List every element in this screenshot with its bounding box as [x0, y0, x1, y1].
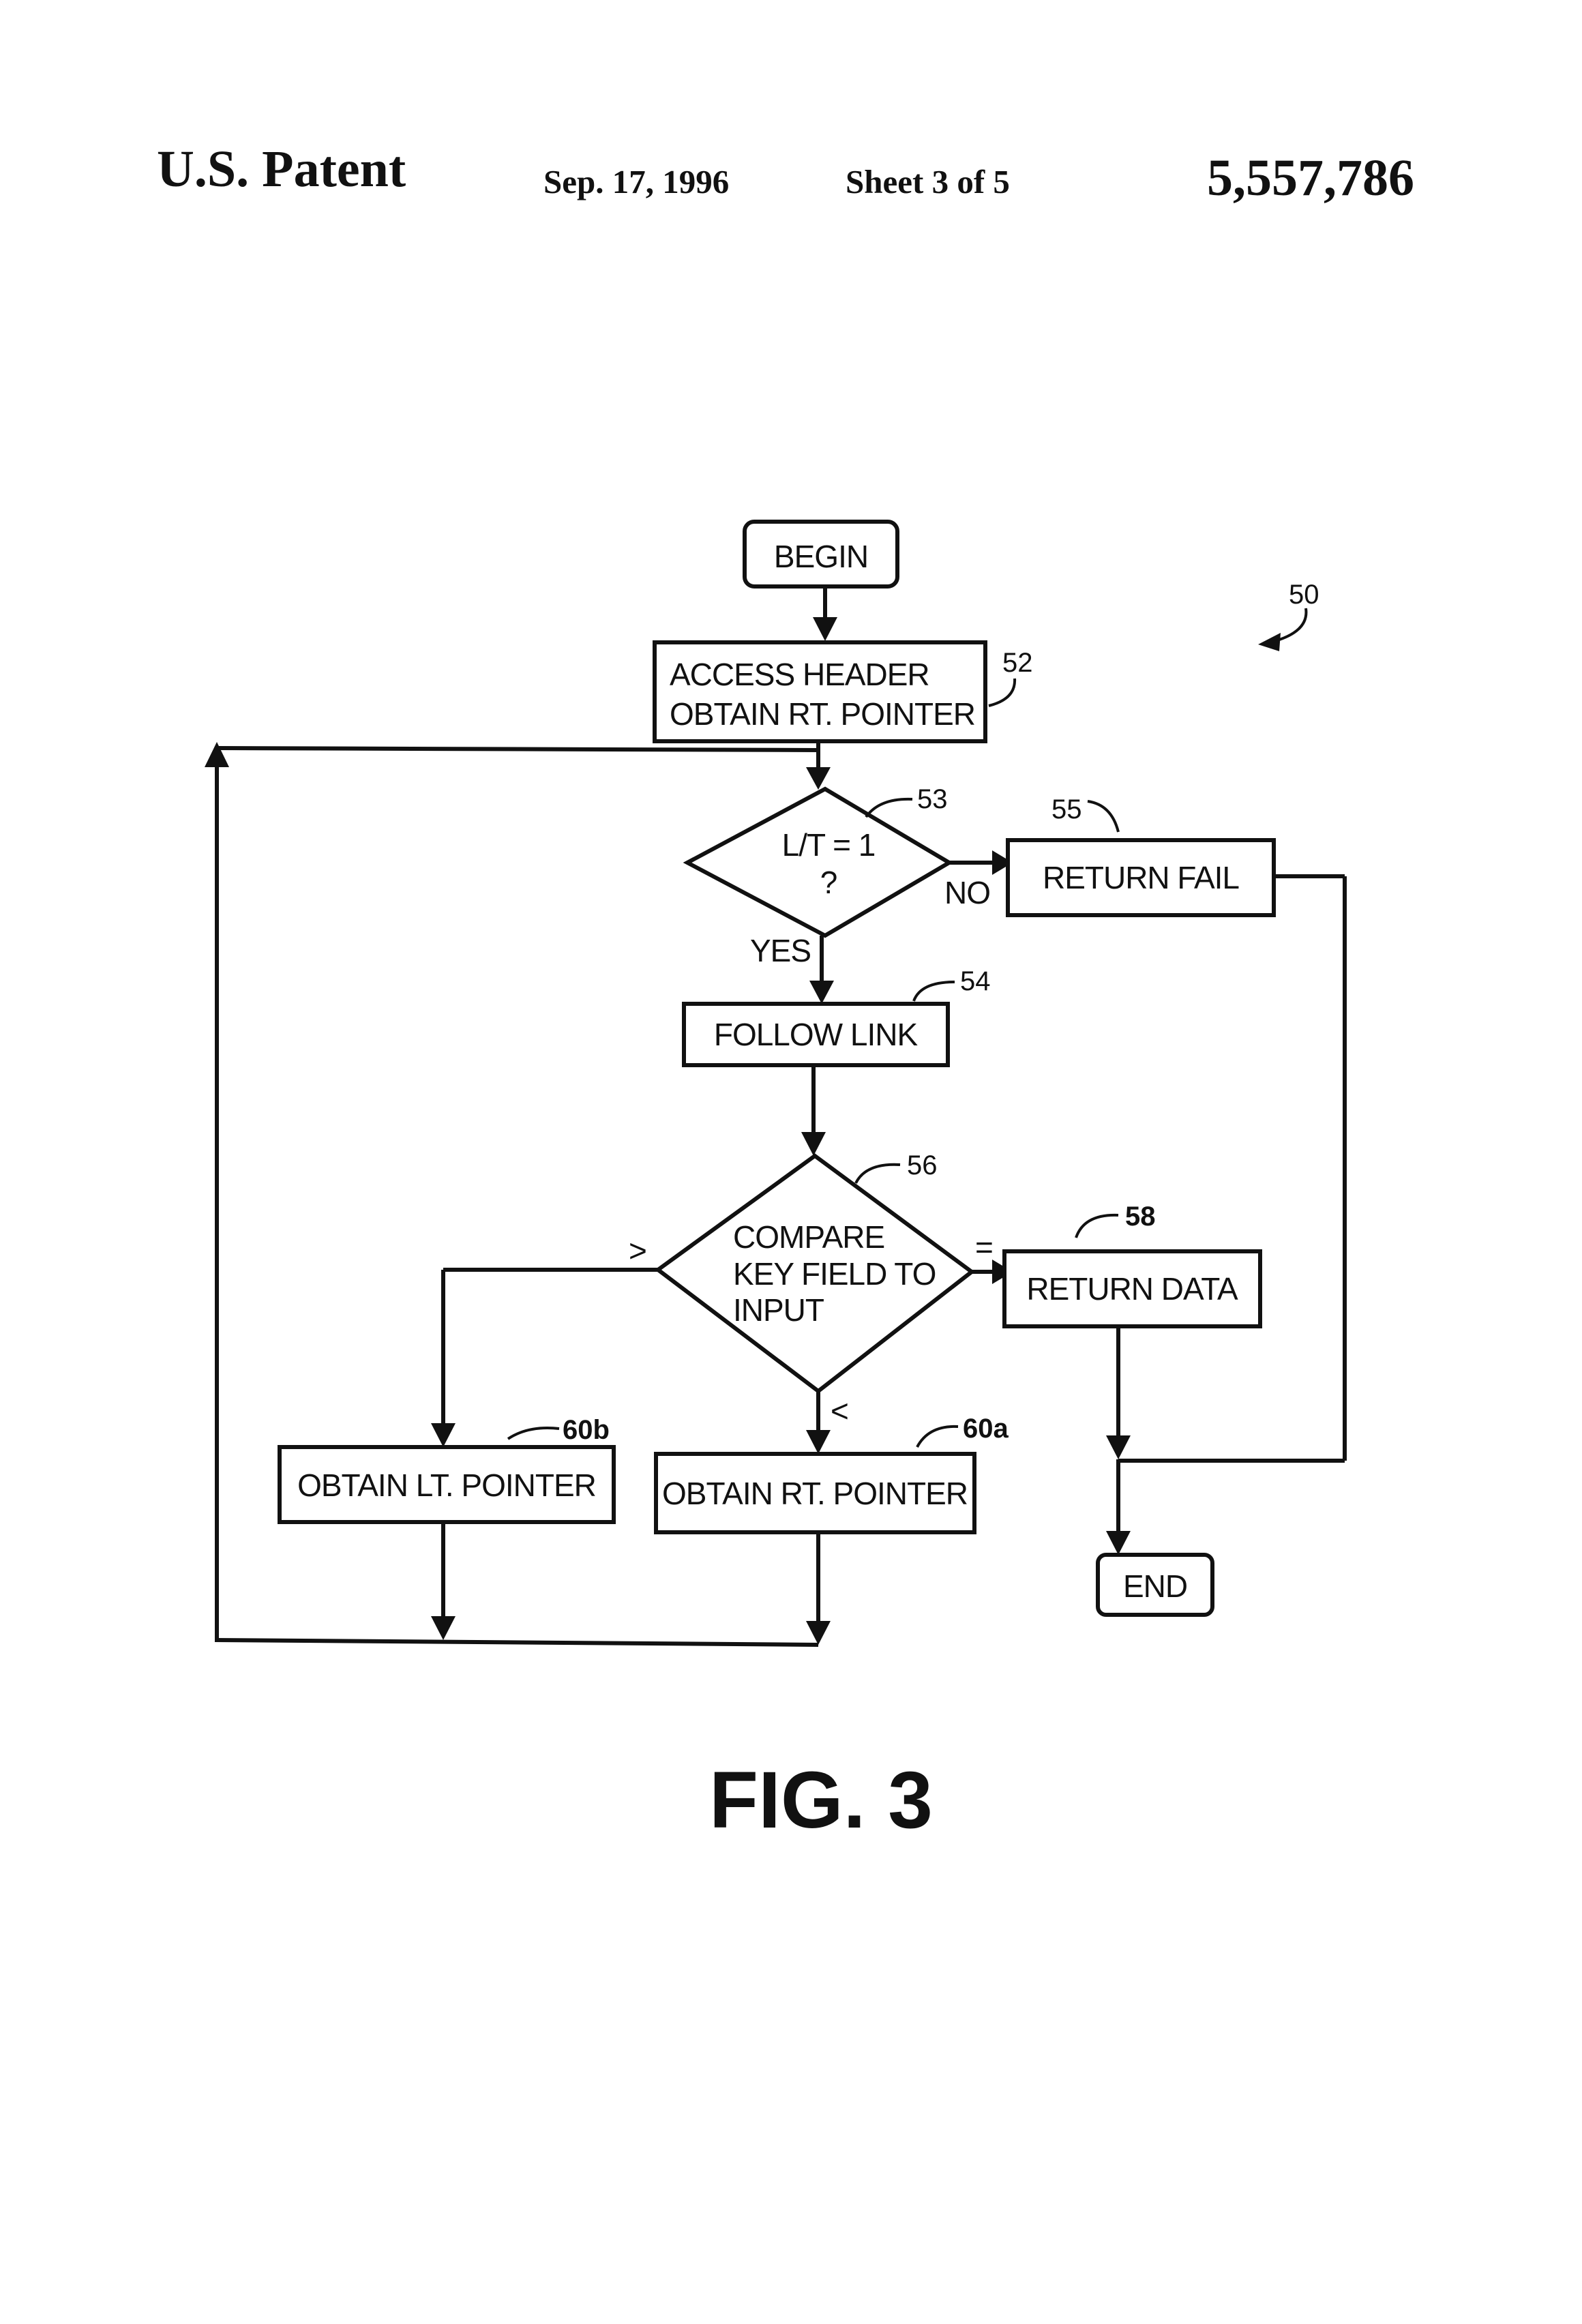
decision-lt-line1: L/T = 1: [782, 827, 876, 863]
label-yes: YES: [750, 933, 811, 968]
arrowhead-end: [1106, 1531, 1131, 1555]
ref-50-arrowhead: [1258, 633, 1281, 651]
access-header-line1: ACCESS HEADER: [670, 657, 929, 692]
ref-52: 52: [1002, 648, 1033, 678]
return-data-label: RETURN DATA: [1026, 1271, 1238, 1307]
arrowhead-rt-loop: [806, 1621, 831, 1645]
arrowhead-access-decision: [806, 767, 831, 790]
follow-link-label: FOLLOW LINK: [714, 1017, 919, 1052]
loop-bottom-line: [215, 1640, 818, 1645]
ref-60b-leader: [508, 1428, 559, 1439]
obtain-rt-pointer-label: OBTAIN RT. POINTER: [662, 1476, 968, 1511]
ref-58-leader: [1076, 1215, 1118, 1238]
return-fail-label: RETURN FAIL: [1043, 860, 1239, 895]
ref-60a-leader: [917, 1427, 958, 1447]
arrowhead-less: [806, 1430, 831, 1454]
arrowhead-begin-access: [813, 617, 837, 641]
label-equal: =: [975, 1230, 993, 1265]
arrowhead-lt-loop: [431, 1616, 456, 1640]
ref-52-leader: [989, 679, 1015, 706]
end-label: END: [1123, 1568, 1187, 1604]
arrowhead-follow-compare: [801, 1132, 826, 1156]
ref-54: 54: [960, 966, 991, 996]
label-greater: >: [629, 1233, 646, 1268]
ref-54-leader: [914, 982, 955, 1001]
arrowhead-data-merge: [1106, 1435, 1131, 1459]
loop-arrowhead-up: [205, 742, 229, 767]
ref-56-leader: [856, 1165, 900, 1183]
ref-60a: 60a: [963, 1414, 1009, 1444]
ref-55-leader: [1088, 801, 1118, 832]
ref-53-leader: [866, 799, 912, 817]
begin-label: BEGIN: [774, 539, 868, 574]
compare-line3: INPUT: [733, 1292, 824, 1328]
obtain-lt-pointer-label: OBTAIN LT. POINTER: [297, 1468, 596, 1503]
label-less: <: [831, 1393, 848, 1429]
loop-top-line: [217, 748, 818, 750]
label-no: NO: [944, 875, 990, 910]
ref-58: 58: [1125, 1202, 1156, 1232]
ref-55: 55: [1051, 794, 1082, 824]
ref-60b: 60b: [563, 1415, 610, 1445]
access-header-line2: OBTAIN RT. POINTER: [670, 696, 975, 732]
arrowhead-greater: [431, 1423, 456, 1447]
ref-50: 50: [1289, 580, 1319, 610]
ref-56: 56: [907, 1150, 938, 1180]
arrowhead-yes: [809, 981, 834, 1004]
figure-caption: FIG. 3: [709, 1755, 933, 1845]
ref-53: 53: [917, 784, 948, 814]
decision-lt-line2: ?: [820, 865, 837, 900]
compare-line1: COMPARE: [733, 1219, 884, 1255]
compare-line2: KEY FIELD TO: [733, 1256, 936, 1292]
